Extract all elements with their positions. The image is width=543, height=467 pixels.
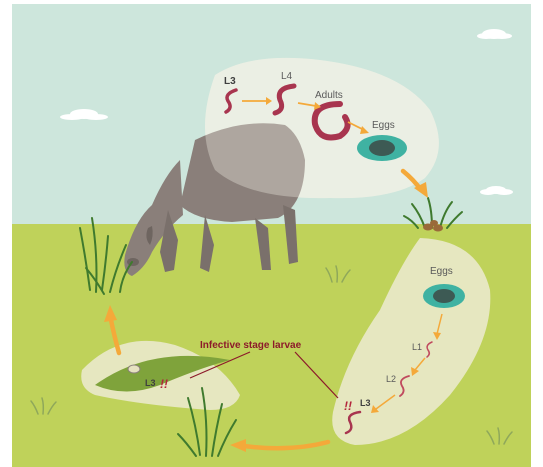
host-l3-label: L3 <box>224 76 236 87</box>
pasture-l3-label: L3 <box>360 398 371 408</box>
egg-embryo-icon <box>369 140 395 156</box>
larva-on-grass-icon <box>128 365 140 373</box>
host-l4-label: L4 <box>281 71 293 82</box>
pasture-eggs-label: Eggs <box>430 266 453 277</box>
grass-l3-label: L3 <box>145 378 156 388</box>
pasture-alert-symbol: !! <box>344 399 352 413</box>
adults-label: Adults <box>315 90 343 101</box>
grass-alert-symbol: !! <box>160 377 168 391</box>
egg-embryo-icon <box>433 289 455 303</box>
l1-label: L1 <box>412 342 422 352</box>
host-eggs-label: Eggs <box>372 120 395 131</box>
l2-label: L2 <box>386 374 396 384</box>
infective-stage-label: Infective stage larvae <box>200 340 302 351</box>
